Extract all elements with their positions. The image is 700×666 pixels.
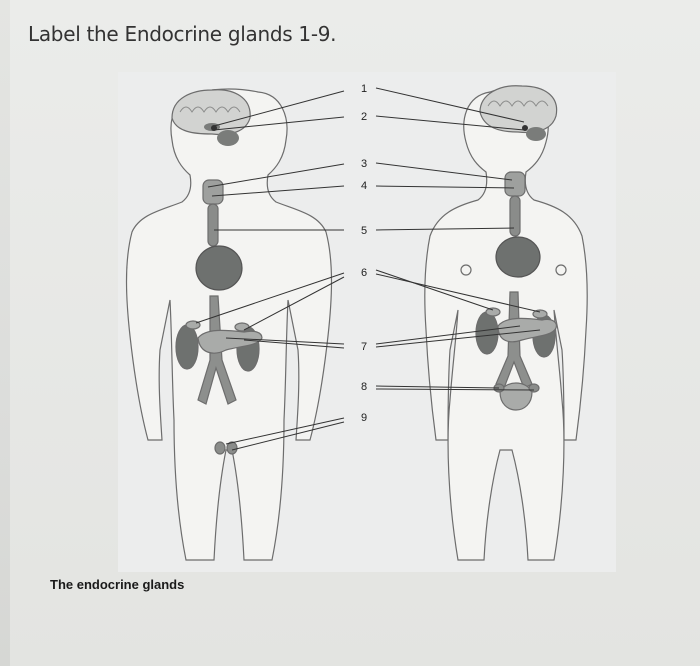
label-2: 2 bbox=[361, 111, 367, 123]
female-left-adrenal bbox=[485, 307, 501, 317]
female-trachea bbox=[509, 195, 521, 237]
female-uterus bbox=[499, 382, 533, 411]
male-trachea bbox=[207, 203, 219, 247]
number-labels: 1 2 3 4 5 6 7 8 9 bbox=[361, 83, 367, 424]
label-5: 5 bbox=[361, 225, 367, 237]
question-text: Label the Endocrine glands 1-9. bbox=[28, 22, 337, 46]
label-7: 7 bbox=[361, 341, 367, 353]
male-right-adrenal bbox=[234, 322, 250, 332]
male-thymus bbox=[195, 245, 243, 291]
label-9: 9 bbox=[361, 412, 367, 424]
female-brain bbox=[479, 85, 558, 134]
label-8: 8 bbox=[361, 381, 367, 393]
label-3: 3 bbox=[361, 158, 367, 170]
male-thyroid bbox=[202, 179, 224, 205]
male-left-testis bbox=[214, 441, 226, 455]
male-left-kidney bbox=[175, 324, 199, 370]
leader-lines bbox=[195, 87, 541, 451]
figure-caption: The endocrine glands bbox=[50, 577, 185, 592]
female-cerebellum bbox=[526, 127, 546, 141]
female-pancreas bbox=[497, 317, 557, 343]
male-brain bbox=[171, 89, 251, 136]
male-brain-folds bbox=[179, 106, 241, 113]
male-cerebellum bbox=[217, 130, 239, 146]
female-left-breast-marker bbox=[460, 264, 472, 276]
female-right-adrenal bbox=[532, 309, 548, 319]
label-1: 1 bbox=[361, 83, 367, 95]
label-6: 6 bbox=[361, 267, 367, 279]
female-figure bbox=[424, 85, 588, 561]
label-4: 4 bbox=[361, 180, 367, 192]
male-right-testis bbox=[226, 441, 238, 455]
female-left-kidney bbox=[475, 311, 499, 355]
female-thyroid bbox=[504, 171, 526, 197]
male-body-outline bbox=[125, 88, 333, 561]
female-right-ovary bbox=[528, 383, 540, 393]
female-right-breast-marker bbox=[555, 264, 567, 276]
female-thymus bbox=[495, 236, 541, 278]
male-pancreas bbox=[197, 329, 263, 354]
female-brain-folds bbox=[487, 100, 549, 107]
male-figure bbox=[125, 88, 333, 561]
